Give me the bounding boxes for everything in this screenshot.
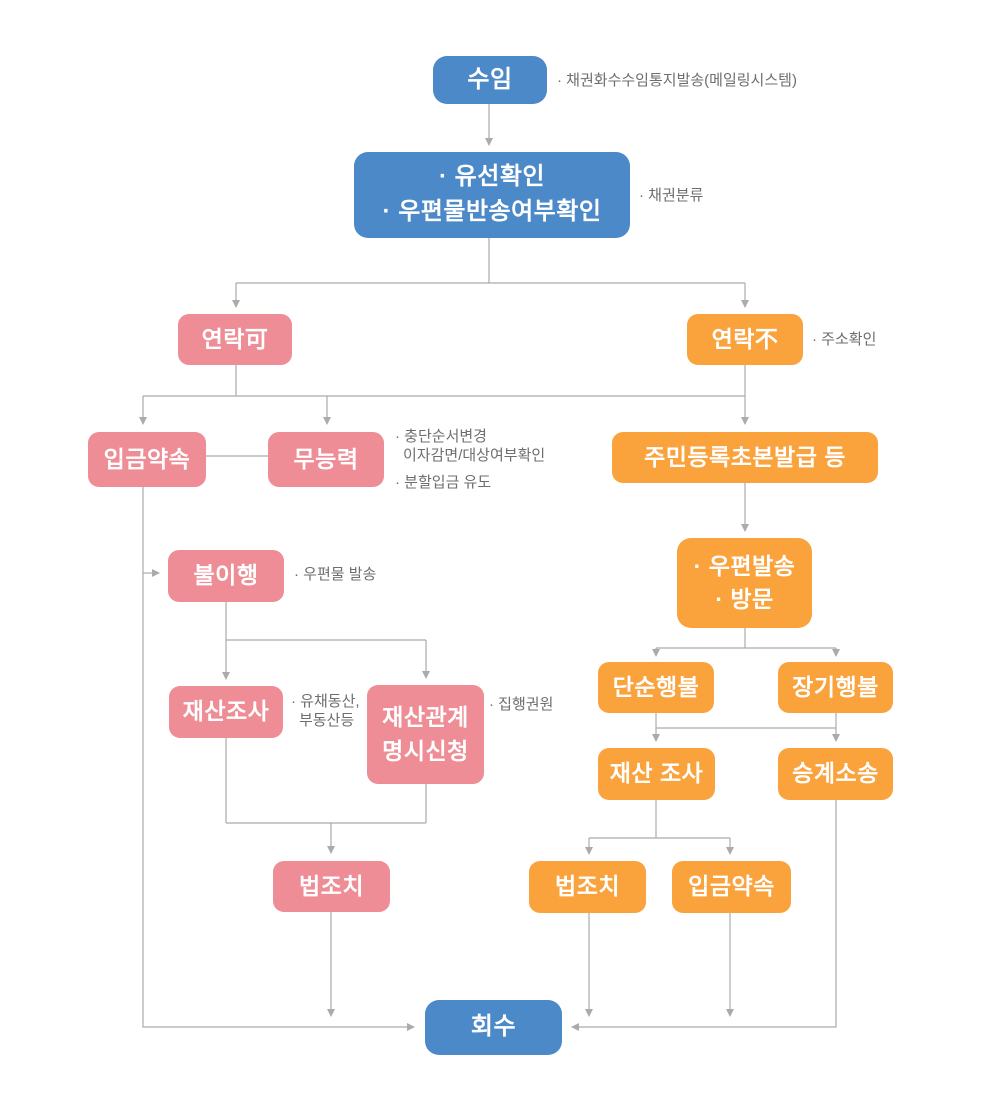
node-mail-visit-line2: · 방문 [715, 586, 774, 612]
node-simple-missing-label: 단순행불 [612, 673, 700, 700]
node-recovery-label: 회수 [470, 1013, 517, 1041]
node-confirm-line1: · 유선확인 [439, 163, 545, 191]
node-longterm-missing: 장기행불 [778, 662, 893, 713]
node-suim-label: 수임 [467, 65, 513, 93]
node-legal-action-right: 법조치 [529, 861, 646, 913]
note-suim: · 채권화수수임통지발송(메일링시스템) [557, 72, 797, 89]
node-asset-search-right-label: 재산 조사 [609, 760, 704, 787]
node-asset-search-right: 재산 조사 [598, 748, 715, 800]
node-deposit-promise-right-label: 입금약속 [688, 873, 775, 900]
node-contact-ok: 연락可 [178, 314, 292, 365]
note-asset-disclosure: · 집행권원 [489, 696, 554, 713]
note-asset-search-left: · 유채동산, 부동산등 [291, 692, 360, 730]
node-asset-search-left-label: 재산조사 [182, 698, 270, 725]
node-succession-suit: 승계소송 [778, 748, 893, 800]
node-deposit-promise-label: 입금약속 [103, 445, 191, 472]
node-confirm-line2: · 우편물반송여부확인 [382, 198, 602, 225]
node-deposit-promise: 입금약속 [88, 432, 206, 487]
connector-succession-to-recovery [571, 800, 837, 1031]
node-asset-search-left: 재산조사 [169, 686, 283, 738]
node-nonperformance-label: 불이행 [193, 562, 259, 589]
note-incapable-line1: · 충단순서변경 [395, 428, 487, 445]
node-suim: 수임 [433, 56, 547, 104]
note-asset-search-left-line2: 부동산등 [299, 712, 355, 729]
note-nonperformance: · 우편물 발송 [294, 566, 377, 583]
node-legal-action-left-label: 법조치 [299, 872, 364, 899]
node-mail-visit-line1: · 우편발송 [693, 552, 796, 579]
node-legal-action-left: 법조치 [273, 861, 390, 912]
note-incapable-line2: 이자감면/대상여부확인 [403, 447, 546, 464]
node-asset-disclosure-line1: 재산관계 [382, 704, 469, 731]
node-asset-disclosure: 재산관계 명시신청 [367, 685, 484, 784]
node-nonperformance: 불이행 [168, 550, 284, 602]
node-recovery: 회수 [425, 1000, 562, 1055]
node-incapable-label: 무능력 [293, 445, 359, 472]
node-contact-ok-label: 연락可 [201, 325, 269, 352]
node-deposit-promise-right: 입금약속 [672, 861, 791, 913]
node-longterm-missing-label: 장기행불 [792, 673, 879, 700]
note-incapable: · 충단순서변경 이자감면/대상여부확인 · 분할입금 유도 [395, 427, 545, 492]
note-confirm: · 채권분류 [639, 187, 704, 204]
node-asset-disclosure-line2: 명시신청 [382, 737, 469, 764]
note-contact-no: · 주소확인 [812, 331, 877, 348]
node-resident-copy: 주민등록초본발급 등 [612, 432, 878, 483]
note-asset-search-left-line1: · 유채동산, [291, 693, 360, 710]
node-incapable: 무능력 [268, 432, 384, 487]
node-simple-missing: 단순행불 [598, 662, 714, 713]
node-contact-no-label: 연락不 [711, 325, 779, 352]
node-succession-suit-label: 승계소송 [792, 760, 879, 787]
node-resident-copy-label: 주민등록초본발급 등 [644, 443, 846, 470]
node-legal-action-right-label: 법조치 [555, 873, 620, 900]
note-incapable-line3: · 분할입금 유도 [395, 474, 492, 491]
node-confirm: · 유선확인 · 우편물반송여부확인 [354, 152, 630, 238]
note-incapable-spacer [395, 465, 545, 473]
node-contact-no: 연락不 [687, 314, 803, 365]
node-mail-visit: · 우편발송 · 방문 [677, 538, 812, 628]
connector-deposit-to-recovery [142, 487, 415, 1031]
